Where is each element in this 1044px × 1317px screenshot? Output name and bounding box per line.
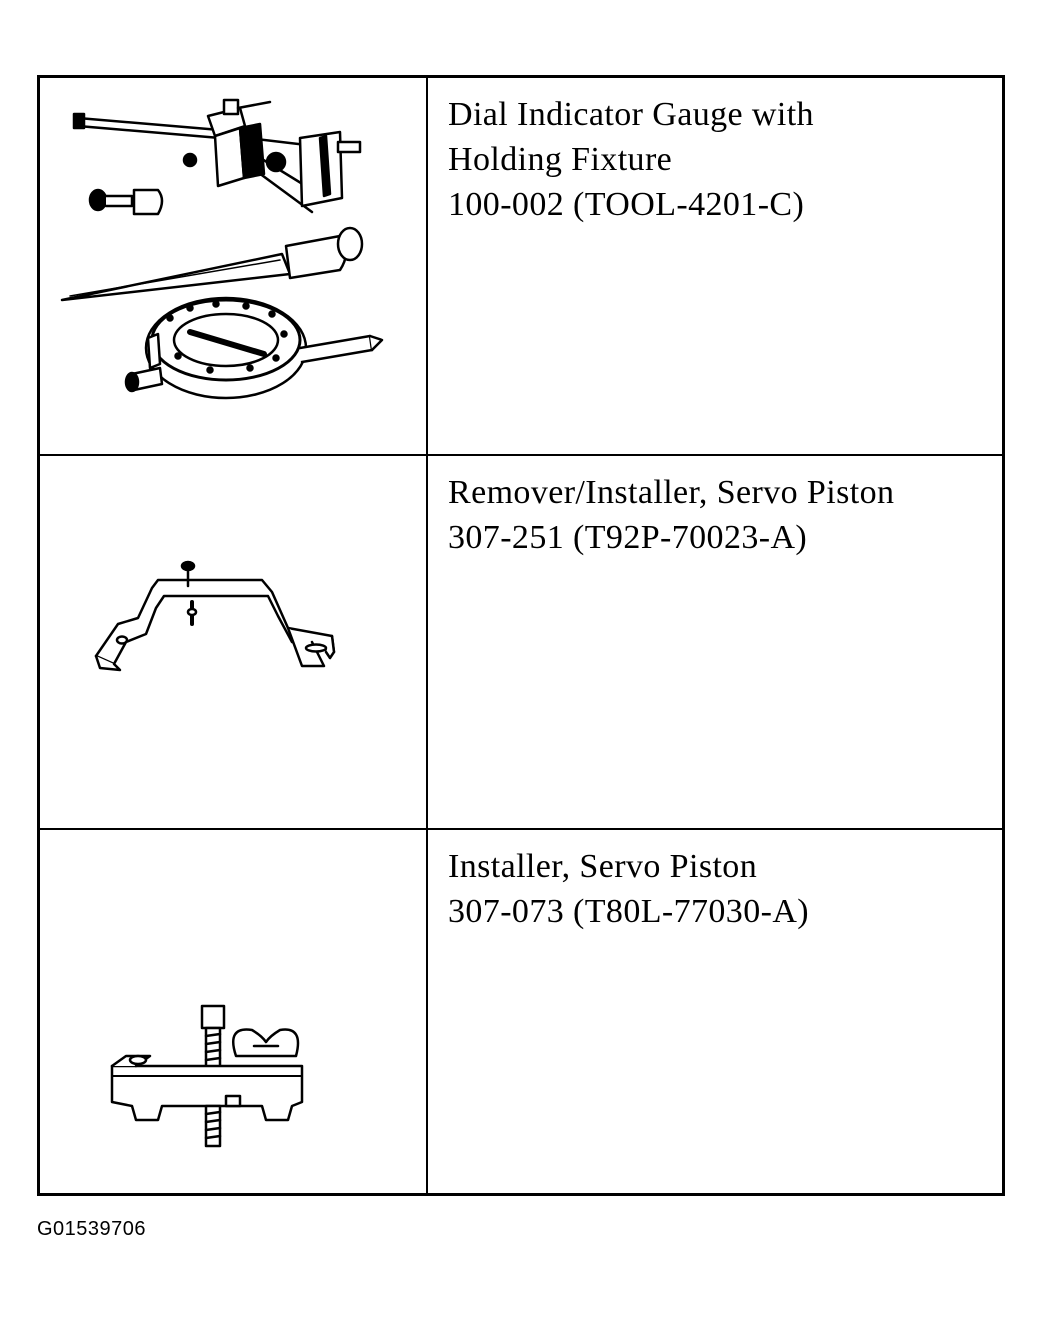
tool-number: 307-251 (T92P-70023-A)	[448, 519, 808, 556]
tool-number: 307-073 (T80L-77030-A)	[448, 893, 810, 930]
special-tools-table: Dial Indicator Gauge with Holding Fixtur…	[37, 75, 1005, 1196]
tool-name-line: Holding Fixture	[448, 141, 673, 178]
servo-piston-remover-installer-icon	[40, 456, 428, 830]
tool-number: 100-002 (TOOL-4201-C)	[448, 186, 805, 223]
tool-name-line: Installer, Servo Piston	[448, 848, 758, 885]
tool-row-dial-indicator: Dial Indicator Gauge with Holding Fixtur…	[40, 78, 1002, 456]
tool-image-cell	[40, 78, 428, 454]
tool-image-cell	[40, 456, 428, 828]
dial-indicator-gauge-icon	[40, 78, 428, 456]
tool-name-line: Dial Indicator Gauge with	[448, 96, 814, 133]
figure-id: G01539706	[37, 1218, 147, 1240]
tool-description: Dial Indicator Gauge with Holding Fixtur…	[448, 92, 992, 227]
tool-row-remover-installer: Remover/Installer, Servo Piston 307-251 …	[40, 456, 1002, 830]
servo-piston-installer-icon	[40, 830, 428, 1196]
tool-description: Installer, Servo Piston 307-073 (T80L-77…	[448, 844, 992, 934]
tool-image-cell	[40, 830, 428, 1196]
tool-name-line: Remover/Installer, Servo Piston	[448, 474, 895, 511]
tool-row-installer: Installer, Servo Piston 307-073 (T80L-77…	[40, 830, 1002, 1196]
tool-description: Remover/Installer, Servo Piston 307-251 …	[448, 470, 992, 560]
